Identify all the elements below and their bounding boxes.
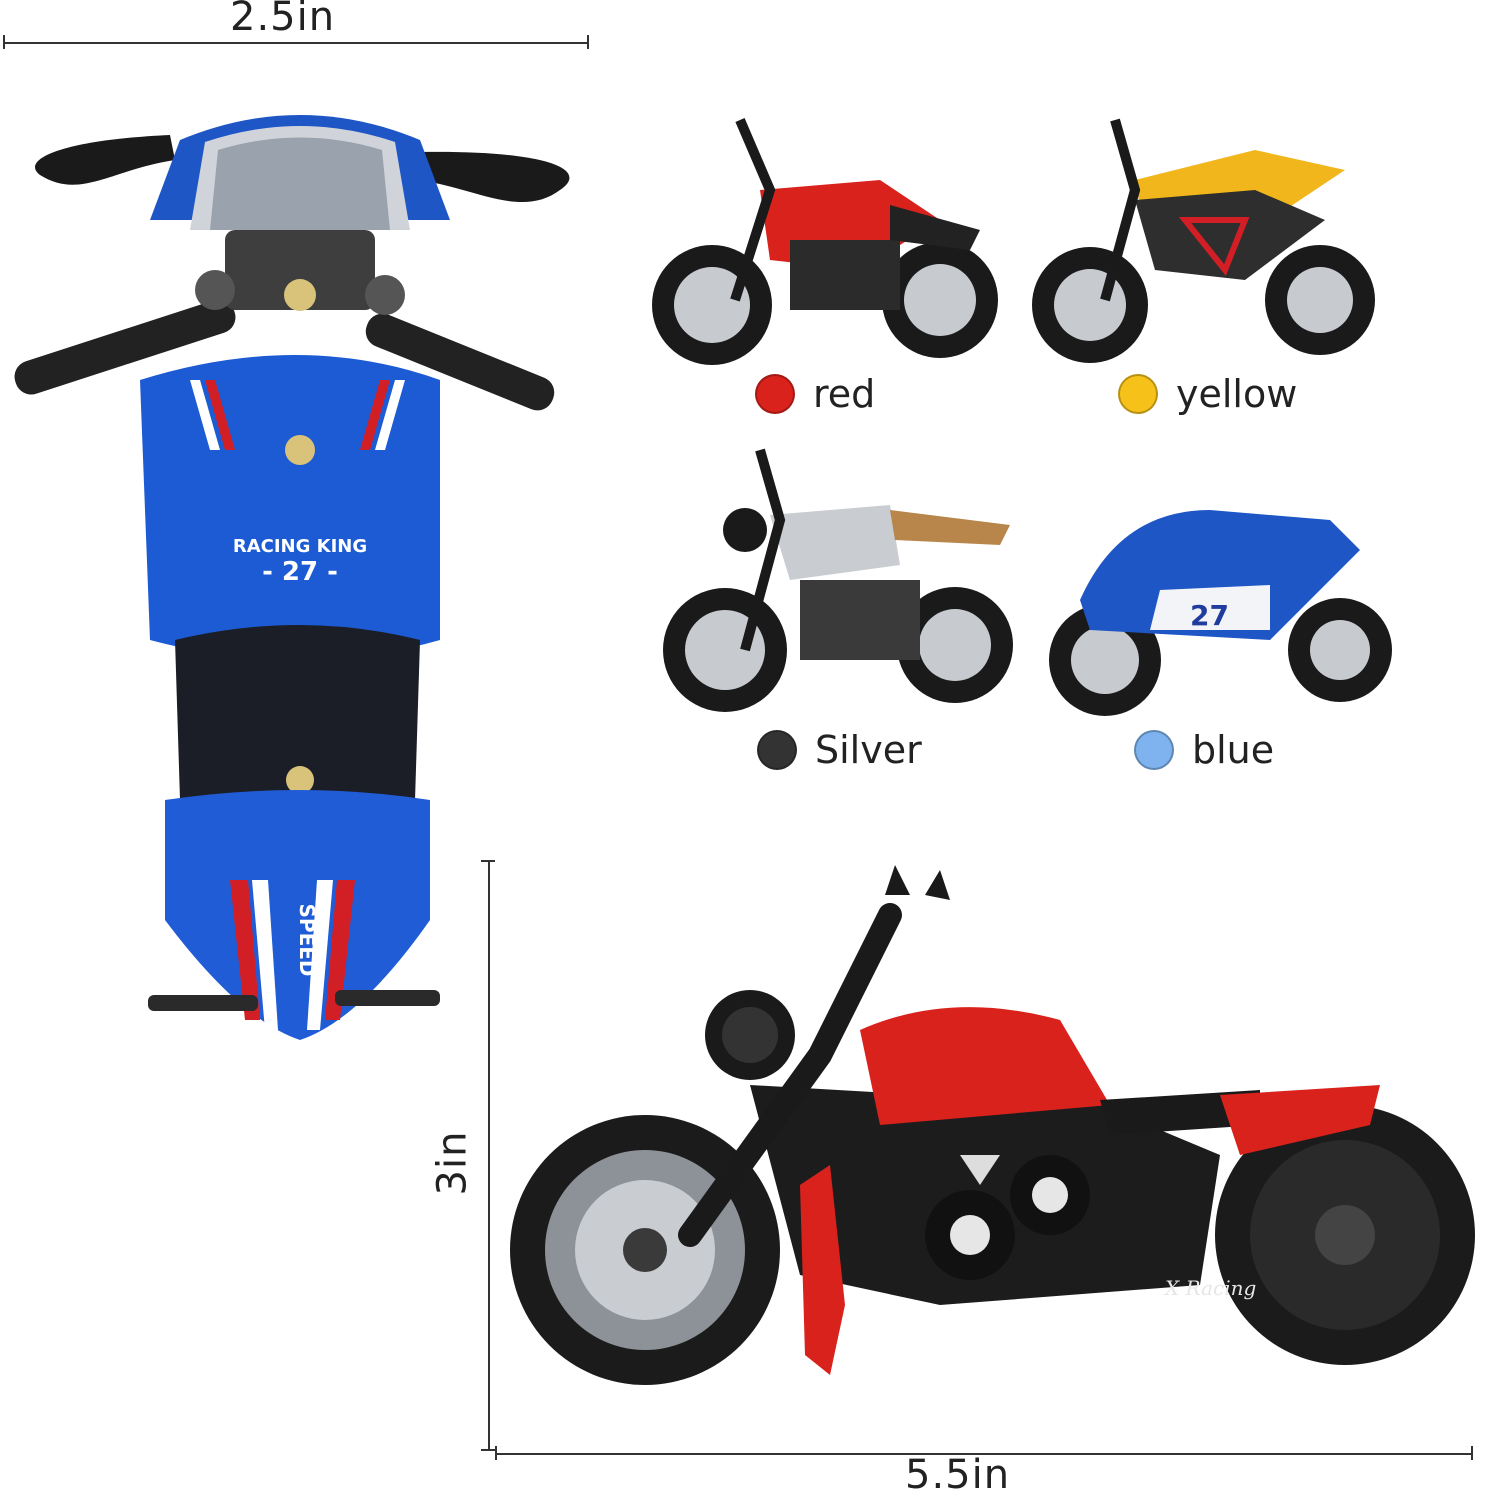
tank-brand-decal: RACING KING xyxy=(233,536,367,557)
variant-blue: blue xyxy=(1134,728,1274,772)
yellow-swatch xyxy=(1118,374,1158,414)
silver-variant-photo xyxy=(663,448,1013,712)
blue-variant-photo: 27 xyxy=(1049,510,1392,716)
variant-silver-label: Silver xyxy=(815,728,922,772)
blue-swatch xyxy=(1134,730,1174,770)
yellow-variant-photo xyxy=(1032,118,1375,363)
height-dimension-label: 3in xyxy=(429,1130,476,1196)
tank-number-decal: - 27 - xyxy=(262,557,338,587)
tail-speed-decal: SPEED xyxy=(295,904,319,977)
red-motorcycle-side-photo: X Racing xyxy=(510,865,1475,1385)
width-dimension-tick-left xyxy=(3,35,5,49)
blue-variant-number: 27 xyxy=(1190,599,1229,632)
width-dimension-label: 2.5in xyxy=(230,0,336,40)
side-brand-decal: X Racing xyxy=(1163,1276,1256,1300)
variant-yellow: yellow xyxy=(1118,372,1297,416)
height-dimension-tick-bottom xyxy=(481,1449,495,1451)
silver-swatch xyxy=(757,730,797,770)
length-dimension-tick-left xyxy=(495,1446,497,1460)
height-dimension-tick-top xyxy=(481,860,495,862)
variant-blue-label: blue xyxy=(1192,728,1275,772)
variant-silver: Silver xyxy=(757,728,922,772)
height-dimension-line xyxy=(488,860,490,1450)
top-view-motorcycle-photo: RACING KING - 27 - SPEED xyxy=(14,115,570,1040)
width-dimension-tick-right xyxy=(587,35,589,49)
variant-red-label: red xyxy=(813,372,876,416)
red-variant-photo xyxy=(652,118,998,365)
length-dimension-tick-right xyxy=(1471,1446,1473,1460)
variant-yellow-label: yellow xyxy=(1176,372,1298,416)
variant-red: red xyxy=(755,372,875,416)
length-dimension-label: 5.5in xyxy=(905,1452,1011,1498)
red-swatch xyxy=(755,374,795,414)
length-dimension-line xyxy=(496,1453,1472,1455)
width-dimension-line xyxy=(4,42,588,44)
